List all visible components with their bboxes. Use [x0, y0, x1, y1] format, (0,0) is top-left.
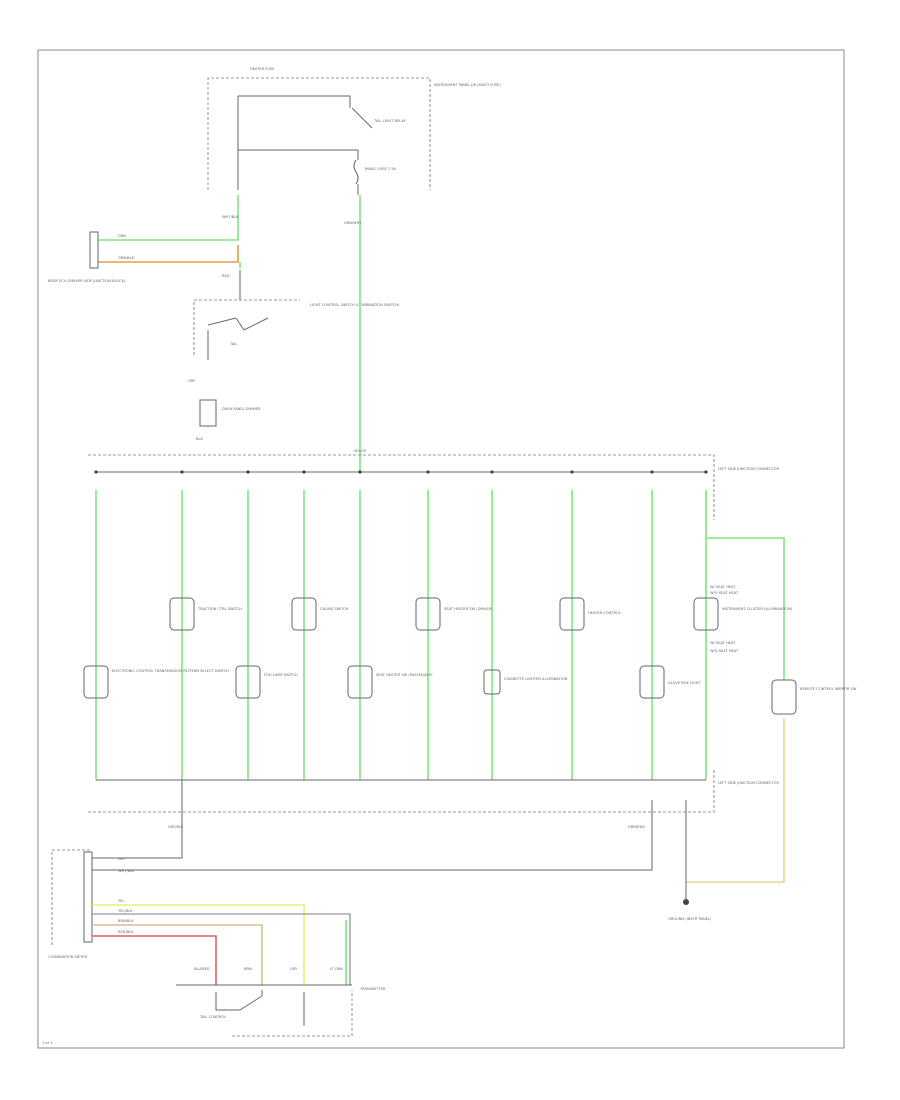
component-cruise: CRUISE SWITCH — [320, 607, 349, 611]
light-control-switch: TAIL LIGHT CONTROL SWITCH (COMBINATION S… — [188, 270, 400, 441]
tail-light-relay-label: TAIL LIGHT RELAY — [373, 119, 406, 123]
bulb-seat-heater-driver — [415, 597, 441, 631]
transmitter-wire-lt-grn: LT GRN — [330, 967, 343, 971]
with-seat-heat-2: W/ SEAT HEAT — [710, 641, 736, 645]
light-control-switch-label: LIGHT CONTROL SWITCH (COMBINATION SWITCH… — [310, 303, 400, 307]
bulb-glove-box — [639, 665, 665, 699]
bulb-heater-control — [559, 597, 585, 631]
wire-label-grn-red: GRN/RED — [628, 825, 645, 829]
diagram-frame — [37, 49, 845, 1049]
wire-blk-meter — [92, 800, 653, 871]
without-seat-heat-2: W/O SEAT HEAT — [710, 649, 739, 653]
component-fog-lamp: FOG LAMP SWITCH — [264, 673, 298, 677]
transmitter-wire-gry: GRY — [290, 967, 298, 971]
tail-control-label: TAIL CONTROL — [199, 1015, 226, 1019]
transmitter-wire-brn: BRN — [244, 967, 252, 971]
wire-label-yel: YEL — [118, 899, 124, 903]
components-row-1: TRACTION CTRL SWITCH CRUISE SWITCH SEAT … — [169, 585, 793, 653]
instrument-panel-jb: HEATER FUSE INSTRUMENT PANEL J/B (MULTI … — [207, 67, 501, 195]
branch-wires — [95, 490, 785, 883]
wire-tan-transmitter — [92, 924, 263, 985]
component-heater-control: HEATER CONTROL — [588, 611, 621, 615]
splice-pins — [94, 470, 708, 474]
wire-red-transmitter — [92, 935, 217, 985]
bulb-fog-lamp — [235, 665, 261, 699]
transmitter-label: TRANSMITTER — [359, 987, 386, 991]
instrument-panel-jb-label: INSTRUMENT PANEL J/B (MULTI FUSE) — [434, 83, 501, 87]
wire-gry-meter — [92, 845, 183, 859]
ground-dashed-box — [88, 770, 715, 813]
bulb-mirror-switch — [771, 679, 797, 715]
wire-label-wht-blk: WHT/BLK — [222, 215, 239, 219]
rheostat-ground-label: BLK — [196, 437, 203, 441]
combination-meter: COMBINATION METER GRY WHT/BLK — [48, 849, 135, 959]
component-glove-box: GLOVE BOX LIGHT — [668, 681, 701, 685]
branch-wire-mirror — [706, 537, 785, 680]
bulb-ect-pattern — [83, 665, 109, 699]
wire-orange-body-ecu — [98, 245, 239, 263]
wire-label-gry-blk: GRY/BLK — [168, 825, 184, 829]
wire-label-red-blk: RED/BLK — [118, 930, 134, 934]
wire-label-grn-blk: GRN/BLK — [118, 256, 135, 260]
combination-meter-label: COMBINATION METER — [48, 955, 88, 959]
tail-position-label: TAIL — [229, 342, 237, 346]
splice-dashed-box — [88, 454, 715, 520]
connector-top-label: LEFT SIDE JUNCTION CONNECTOR — [718, 467, 779, 471]
bulb-instrument-cluster — [693, 597, 719, 631]
wire-label-main-feed: GRN/WHT — [344, 221, 362, 225]
ground-point — [683, 899, 689, 905]
wire-label-grn-body: GRN — [118, 234, 126, 238]
transmitter-wire-blu-red: BLU/RED — [194, 967, 210, 971]
component-cigarette-lighter: CIGARETTE LIGHTER ILLUMINATION — [504, 677, 568, 681]
fuse-box-label: HEATER FUSE — [250, 67, 275, 71]
rheostat-wire-label: GRY — [188, 379, 196, 383]
splice-label: SPLICE — [354, 449, 367, 453]
meter-wire-gry: GRY — [118, 857, 126, 861]
bulb-seat-heater-passenger — [347, 665, 373, 699]
bulb-cigarette-lighter — [483, 669, 501, 695]
component-seat-heater-driver: SEAT HEATER SW (DRIVER) — [444, 607, 493, 611]
wire-label-brn-blk: BRN/BLK — [118, 919, 134, 923]
dimmer-label: DASH PANEL DIMMER — [222, 407, 261, 411]
body-ecu-label: BODY ECU (DRIVER SIDE JUNCTION BLOCK) — [48, 279, 126, 283]
component-traction: TRACTION CTRL SWITCH — [197, 607, 242, 611]
meter-wire-wht-blk: WHT/BLK — [118, 869, 135, 873]
bulb-cruise — [291, 597, 317, 631]
panel-fuse-label: PANEL FUSE 7.5A — [365, 167, 397, 171]
component-mirror-switch: REMOTE CONTROL MIRROR SW — [800, 687, 857, 691]
wire-label-red: RED — [222, 274, 230, 278]
wire-yellow-transmitter — [92, 904, 305, 985]
components-row-2: ELECTRONIC CONTROL TRANSMISSION PATTERN … — [83, 665, 857, 715]
with-seat-heat-1: W/ SEAT HEAT — [710, 585, 736, 589]
transmitter-block: TRANSMITTER BLU/RED BRN GRY LT GRN TAIL … — [176, 967, 386, 1037]
body-ecu-connector: BODY ECU (DRIVER SIDE JUNCTION BLOCK) — [48, 231, 126, 283]
bulb-traction — [169, 597, 195, 631]
wire-gray-transmitter — [92, 913, 351, 985]
component-seat-heater-passenger: SEAT HEATER SW (PASSENGER) — [376, 673, 433, 677]
wire-grn-body-ecu — [98, 195, 239, 241]
component-ect-pattern: ELECTRONIC CONTROL TRANSMISSION PATTERN … — [112, 669, 229, 673]
branch-wire-mirror-return — [686, 718, 785, 883]
component-instrument-cluster: INSTRUMENT CLUSTER (ILLUMINATION) — [722, 607, 793, 611]
without-seat-heat-1: W/O SEAT HEAT — [710, 591, 739, 595]
page-corner-label: 1 of 1 — [42, 1041, 52, 1045]
ground-label: GROUND (INSTR PANEL) — [668, 917, 712, 921]
wire-label-yel-blk: YEL/BLK — [118, 909, 133, 913]
connector-bottom-label: LEFT SIDE JUNCTION CONNECTOR — [718, 781, 779, 785]
